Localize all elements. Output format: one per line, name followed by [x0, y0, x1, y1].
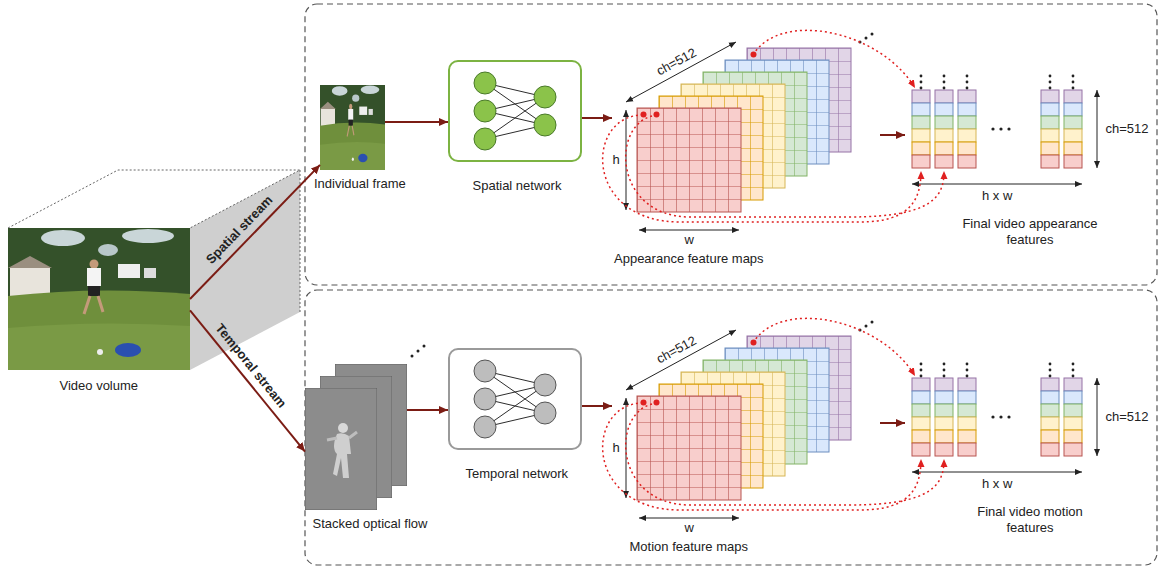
node-label: w: [685, 520, 694, 536]
flow-arrow: [385, 121, 448, 123]
node-label: ch=512: [1106, 121, 1149, 137]
flow-arrow: [407, 409, 448, 411]
node-label: Final video appearance features: [960, 216, 1100, 249]
node-label: ch=512: [653, 45, 699, 80]
frame-image: [320, 85, 385, 170]
network-box: Temporal network: [448, 348, 582, 450]
flow-arrow: [880, 134, 905, 136]
flow-arrow: [880, 422, 905, 424]
temporal-neural-net: [474, 360, 556, 438]
flow-arrow: [582, 405, 612, 407]
node-label: Appearance feature maps: [614, 251, 764, 267]
node-label: Individual frame: [314, 176, 406, 192]
flow-arrow: [190, 310, 305, 451]
feature-columns: ch=512h x wFinal video appearance featur…: [905, 85, 1090, 173]
optical-flow-images: [305, 345, 426, 511]
spatial-neural-net: [474, 72, 556, 150]
video-volume-cube: [8, 170, 300, 370]
node-label: ch=512: [653, 333, 699, 368]
flow-arrow: [190, 165, 320, 299]
feature-map-stack: ch=512hwMotion feature maps: [612, 316, 880, 506]
feature-columns: ch=512h x wFinal video motion features: [905, 373, 1090, 461]
motion-feature-graphics: [603, 318, 1097, 518]
node-label: Spatial network: [473, 178, 562, 194]
network-box: Spatial network: [448, 60, 582, 162]
appearance-feature-graphics: [603, 30, 1097, 230]
node-label: Temporal network: [466, 466, 569, 482]
node-label: Motion feature maps: [630, 539, 749, 555]
node-label: Stacked optical flow: [313, 516, 428, 532]
video-volume: Video volume: [8, 228, 190, 370]
flow-arrow: [582, 117, 612, 119]
feature-map-stack: ch=512hwAppearance feature maps: [612, 28, 880, 218]
node-label: h x w: [982, 188, 1012, 204]
node-label: h x w: [982, 476, 1012, 492]
node-label: h: [613, 152, 620, 168]
node-label: Final video motion features: [975, 504, 1085, 537]
node-label: ch=512: [1106, 409, 1149, 425]
stream-panels: [305, 4, 1157, 565]
node-label: h: [613, 440, 620, 456]
node-label: w: [685, 232, 694, 248]
frame-image: Individual frame: [320, 85, 385, 170]
node-label: Video volume: [60, 378, 139, 394]
optical-flow-stack: Stacked optical flow: [305, 364, 407, 510]
